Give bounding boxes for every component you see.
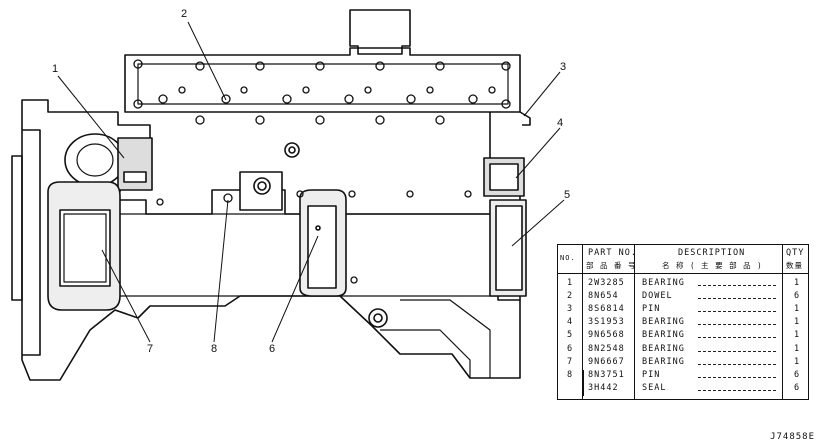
row-no: 6 [567, 343, 574, 354]
row-part-no: 9N6667 [588, 356, 625, 367]
row-no: 7 [567, 356, 574, 367]
row-qty: 1 [794, 278, 801, 288]
top-bracket [349, 9, 411, 55]
row-no: 5 [567, 330, 574, 341]
row-description: BEARING [642, 343, 685, 354]
parts-table: NO. PART NO. 部 品 番 号 DESCRIPTION 名 称 ( 主… [557, 244, 809, 400]
table-row: 2 8N654 DOWEL 6 [558, 291, 808, 304]
row-part-no: 8N2548 [588, 343, 625, 354]
row-part-no: 3H442 [588, 382, 619, 393]
table-row: 3 8S6814 PIN 1 [558, 304, 808, 317]
row-qty: 6 [794, 369, 801, 380]
row-qty: 1 [794, 356, 801, 367]
row-no: 1 [567, 278, 574, 288]
row-qty: 1 [794, 343, 801, 354]
callout-7: 7 [147, 343, 154, 355]
header-description: DESCRIPTION [678, 248, 746, 258]
front-bore [64, 133, 126, 187]
row-no: 3 [567, 304, 574, 315]
row-description: BEARING [642, 317, 685, 328]
deck-inner [137, 63, 509, 105]
table-row: 4 3S1953 BEARING 1 [558, 317, 808, 330]
flange-step [22, 129, 41, 356]
row-description: DOWEL [642, 291, 673, 302]
header-description-cn: 名 称 ( 主 要 部 品 ) [662, 261, 763, 270]
table-row: 3H442 SEAL 6 [558, 383, 808, 396]
row-qty: 1 [794, 330, 801, 341]
row-group-bracket [583, 369, 587, 396]
table-row: 1 2W3285 BEARING 1 [558, 278, 808, 291]
header-part-no-cn: 部 品 番 号 [586, 261, 637, 270]
callout-2: 2 [181, 8, 188, 20]
leader-dots [698, 324, 776, 326]
deck-plate [124, 47, 521, 113]
leader-dots [698, 285, 776, 286]
row-part-no: 8N654 [588, 291, 619, 302]
row-no: 2 [567, 291, 574, 302]
callout-6: 6 [269, 343, 276, 355]
leader-dots [698, 376, 776, 378]
center-boss [239, 171, 283, 211]
callout-5: 5 [564, 189, 571, 201]
table-row: 5 9N6568 BEARING 1 [558, 330, 808, 343]
header-qty-cn: 数量 [786, 261, 803, 270]
row-qty: 1 [794, 304, 801, 315]
callout-1: 1 [52, 63, 59, 75]
row-qty: 6 [794, 382, 801, 393]
right-boss [519, 111, 531, 126]
row-part-no: 8S6814 [588, 304, 625, 315]
table-row: 7 9N6667 BEARING 1 [558, 357, 808, 370]
callout-4: 4 [557, 117, 564, 129]
callout-8: 8 [211, 343, 218, 355]
row-qty: 6 [794, 291, 801, 302]
lower-housing [380, 299, 491, 378]
row-no: 8 [567, 369, 574, 380]
table-header: NO. PART NO. 部 品 番 号 DESCRIPTION 名 称 ( 主… [558, 245, 808, 274]
leader-dots [698, 337, 776, 339]
row-description: BEARING [642, 356, 685, 367]
table-row: 6 8N2548 BEARING 1 [558, 344, 808, 357]
row-description: PIN [642, 304, 661, 315]
row-description: SEAL [642, 382, 667, 393]
row-description: BEARING [642, 330, 685, 341]
leader-dots [698, 350, 776, 352]
row-description: BEARING [642, 278, 685, 288]
row-no: 4 [567, 317, 574, 328]
row-part-no: 3S1953 [588, 317, 625, 328]
leader-dots [698, 363, 776, 365]
row-part-no: 8N3751 [588, 369, 625, 380]
row-description: PIN [642, 369, 661, 380]
leader-dots [698, 298, 776, 300]
rear-flange [11, 155, 23, 301]
row-part-no: 2W3285 [588, 278, 625, 288]
leader-dots [698, 389, 776, 391]
figure-code: J74858E [770, 432, 815, 442]
callout-3: 3 [560, 61, 567, 73]
header-qty: QTY [786, 248, 805, 258]
leader-dots [698, 311, 776, 313]
row-part-no: 9N6568 [588, 330, 625, 341]
header-no: NO. [560, 254, 576, 262]
table-row: 8 8N3751 PIN 6 [558, 370, 808, 383]
row-qty: 1 [794, 317, 801, 328]
header-part-no: PART NO. [588, 248, 637, 258]
